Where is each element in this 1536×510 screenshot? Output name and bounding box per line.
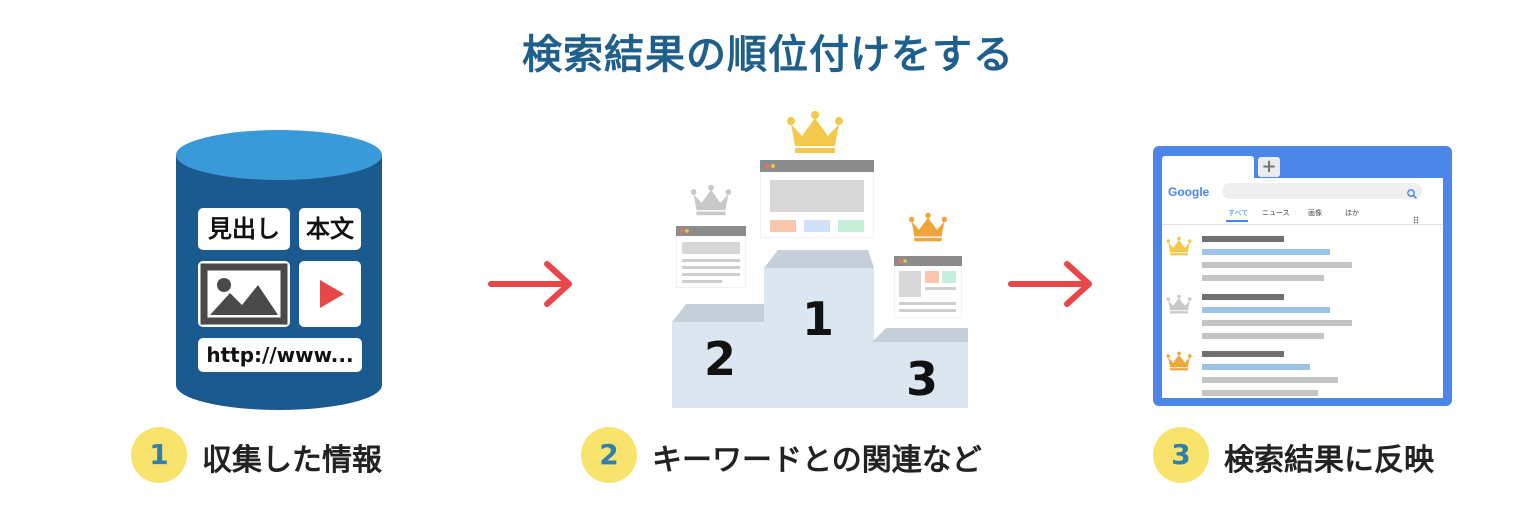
tab-images[interactable]: 画像 — [1308, 209, 1322, 217]
search-bar[interactable] — [1222, 183, 1422, 199]
browser-content — [1162, 178, 1443, 398]
podium-rank-3: 3 — [906, 352, 939, 406]
chip-url: http://www... — [198, 338, 362, 372]
step-1-badge: 1 — [131, 427, 187, 483]
tab-all-underline — [1226, 220, 1248, 222]
tab-all[interactable]: すべて — [1228, 209, 1249, 217]
bronze-crown-icon — [908, 212, 948, 242]
silver-crown-icon — [690, 184, 732, 216]
new-tab-plus-icon: + — [1258, 157, 1280, 177]
rank-2-page-window — [675, 225, 747, 289]
tab-news[interactable]: ニュース — [1262, 209, 1290, 217]
chip-heading: 見出し — [198, 208, 290, 250]
search-icon[interactable] — [1406, 185, 1418, 199]
rank-1-page-window — [759, 159, 875, 239]
chip-body: 本文 — [299, 208, 361, 250]
diagram-title: 検索結果の順位付けをする — [522, 32, 1014, 78]
gold-crown-icon — [786, 110, 844, 154]
tab-more[interactable]: ほか — [1345, 209, 1359, 217]
apps-grid-icon[interactable] — [1413, 209, 1419, 224]
google-logo: Google — [1168, 185, 1210, 199]
silver-crown-icon — [1166, 294, 1192, 314]
arrow-right-icon — [1007, 258, 1097, 310]
video-play-icon — [299, 261, 361, 327]
step-3-label: 検索結果に反映 — [1224, 443, 1434, 478]
step-2-badge: 2 — [581, 427, 637, 483]
result-1-lines[interactable] — [1200, 236, 1360, 286]
divider — [1162, 224, 1443, 225]
image-icon — [198, 261, 290, 327]
bronze-crown-icon — [1166, 351, 1192, 371]
gold-crown-icon — [1166, 236, 1192, 256]
browser-tab — [1162, 156, 1254, 180]
step-3-badge: 3 — [1153, 427, 1209, 483]
step-1-label: 収集した情報 — [202, 443, 382, 478]
result-3-lines[interactable] — [1200, 351, 1360, 401]
podium-rank-1: 1 — [802, 292, 835, 346]
rank-3-page-window — [893, 255, 963, 319]
result-2-lines[interactable] — [1200, 294, 1360, 344]
step-2-label: キーワードとの関連など — [652, 443, 982, 478]
podium-rank-2: 2 — [704, 332, 737, 386]
arrow-right-icon — [487, 258, 577, 310]
podium — [672, 250, 968, 410]
